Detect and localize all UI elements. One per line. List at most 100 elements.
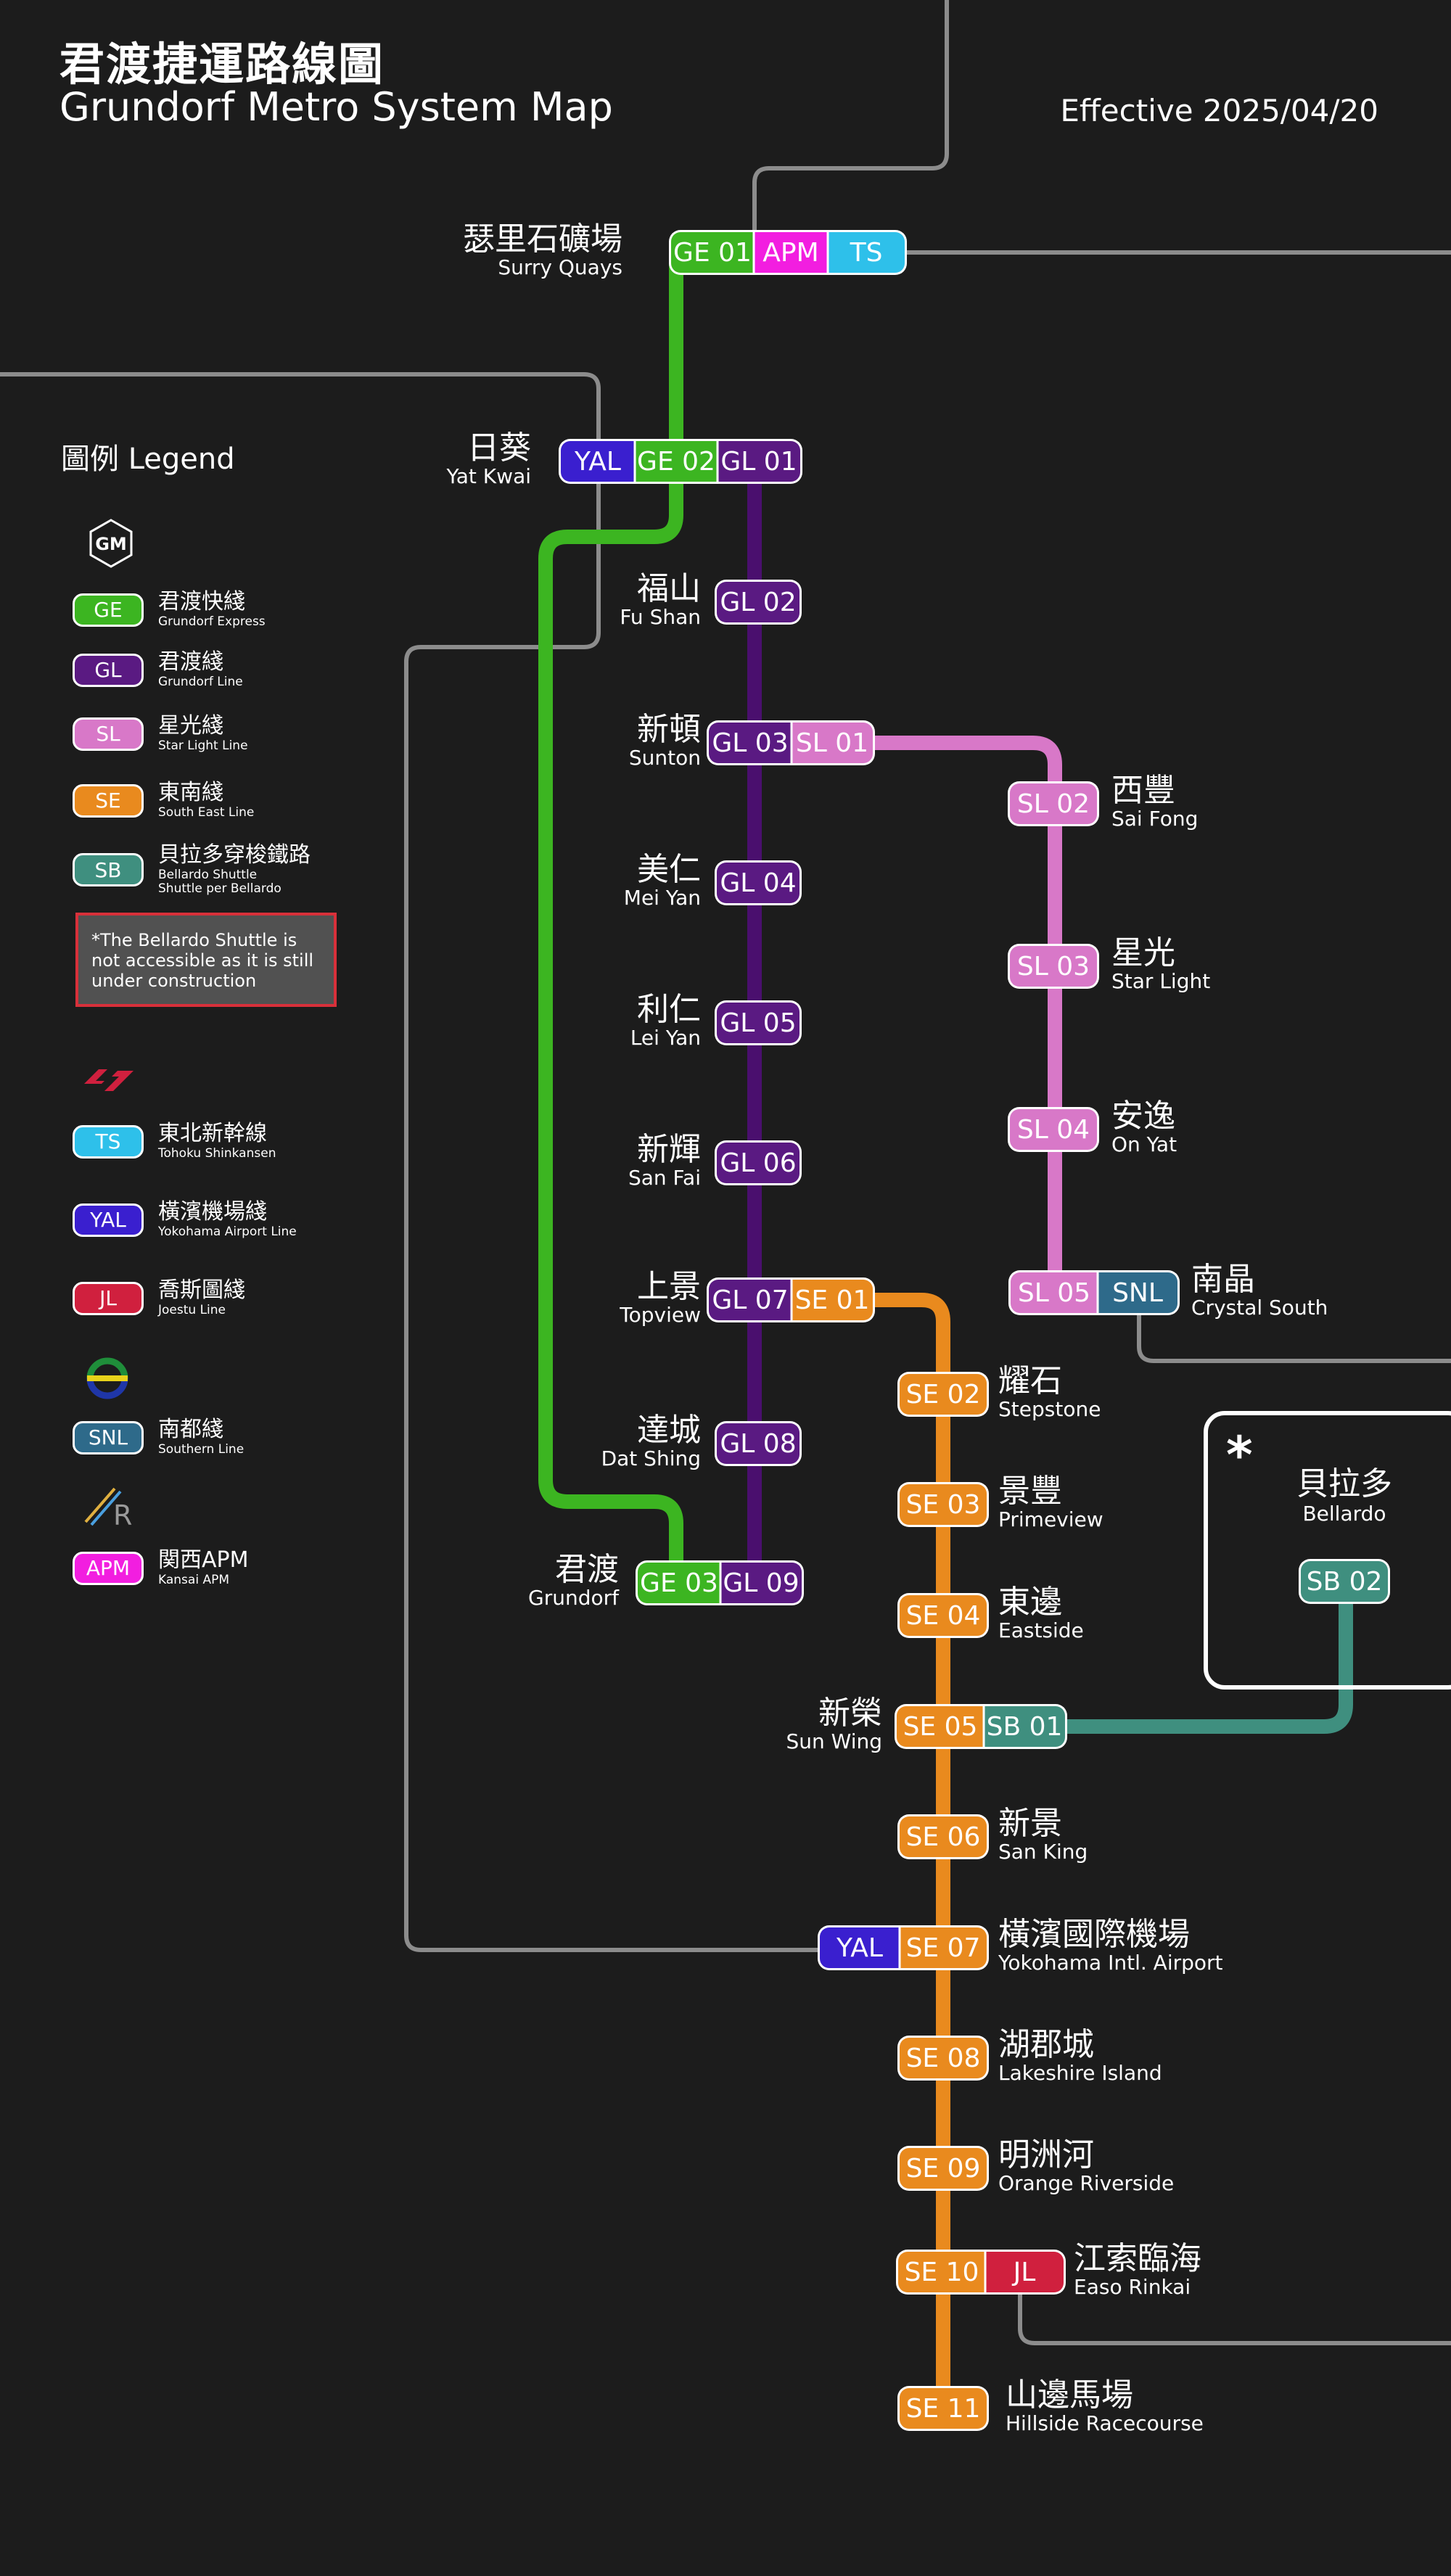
jr-red-logo [80, 1059, 138, 1100]
station-code: SL 01 [796, 728, 868, 758]
sb-line-track [1059, 1574, 1353, 1734]
station-name-zh: 上景 [637, 1268, 701, 1305]
station-code-segment [709, 1280, 792, 1320]
station-code-segment [717, 1423, 800, 1464]
station-code-segment [1301, 1561, 1388, 1602]
station-code-segment [985, 2252, 1064, 2292]
station-code: YAL [574, 447, 621, 477]
station-code-segment [717, 1143, 800, 1183]
station-code-segment [1011, 1272, 1098, 1313]
station-name-en: Easo Rinkai [1074, 2275, 1191, 2299]
station-code: JL [1012, 2258, 1036, 2287]
legend-badge: SNL [73, 1420, 144, 1454]
legend-badge: JL [73, 1281, 144, 1315]
legend-zh: 南都綫 [158, 1417, 223, 1442]
station-code-segment [754, 232, 828, 273]
station-code: GL 09 [723, 1568, 799, 1598]
station-name-zh: 南晶 [1191, 1261, 1255, 1298]
legend-en: Star Light Line [158, 738, 248, 753]
station-code-segment [900, 2148, 987, 2189]
external-line-yal [0, 372, 829, 1952]
page-title-en: Grundorf Metro System Map [59, 84, 613, 130]
station-code: GL 02 [720, 588, 796, 617]
legend-zh: 東南綫 [158, 780, 223, 805]
external-line-jl [1018, 2290, 1451, 2345]
effective-date: Effective 2025/04/20 [1060, 93, 1378, 128]
legend-title: 圖例 Legend [61, 443, 235, 476]
station-name-zh: 日葵 [467, 429, 531, 466]
station-name-zh: 達城 [637, 1412, 701, 1449]
station-code: SE 06 [906, 1822, 981, 1852]
legend-en: Southern Line [158, 1442, 244, 1457]
station-name-zh: 新輝 [637, 1131, 701, 1168]
station-name-en: Star Light [1111, 969, 1210, 993]
gm-hexagon-logo: GM [86, 518, 136, 569]
station-name-zh: 新榮 [818, 1695, 882, 1732]
legend-badge: APM [73, 1551, 144, 1585]
external-line [752, 0, 949, 255]
station-name-en: Stepstone [998, 1397, 1101, 1421]
station-code-segment [1010, 783, 1097, 824]
station-code-segment [635, 441, 718, 482]
station-code-segment [718, 441, 800, 482]
station-code: GE 03 [640, 1568, 718, 1598]
legend-badge: YAL [73, 1203, 144, 1237]
station-code: GE 02 [637, 447, 715, 477]
station-code: APM [763, 238, 818, 268]
legend-zh: 星光綫 [158, 713, 223, 738]
station-code-segment [900, 1927, 987, 1968]
station-code: GL 03 [712, 728, 788, 758]
station-name-en: Primeview [998, 1507, 1103, 1531]
station-name-en: Dat Shing [601, 1447, 701, 1470]
legend-zh: 貝拉多穿梭鐵路 [158, 842, 311, 868]
station-code-segment [1098, 1272, 1177, 1313]
station-code: SB 01 [987, 1712, 1063, 1742]
station-code-segment [671, 232, 754, 273]
station-code-segment [717, 863, 800, 903]
bellardo-construction-box [1204, 1411, 1451, 1690]
station-name-en: On Yat [1111, 1132, 1177, 1156]
station-code-segment [900, 2388, 987, 2429]
station-code-segment [1010, 946, 1097, 987]
legend-en: Joestu Line [158, 1303, 226, 1317]
station-name-en: Fu Shan [620, 605, 701, 629]
legend-en: Bellardo Shuttle [158, 868, 258, 882]
station-code: SL 04 [1017, 1115, 1090, 1145]
station-name-zh: 瑟里石礦場 [463, 221, 622, 258]
station-name-en: Yat Kwai [446, 464, 531, 488]
station-code-segment [900, 1595, 987, 1636]
station-code: SE 01 [795, 1285, 870, 1315]
station-name-zh: 美仁 [637, 851, 701, 888]
station-name-en: Mei Yan [624, 886, 701, 910]
station-name-en: Eastside [998, 1618, 1084, 1642]
station-code-segment [900, 1816, 987, 1857]
